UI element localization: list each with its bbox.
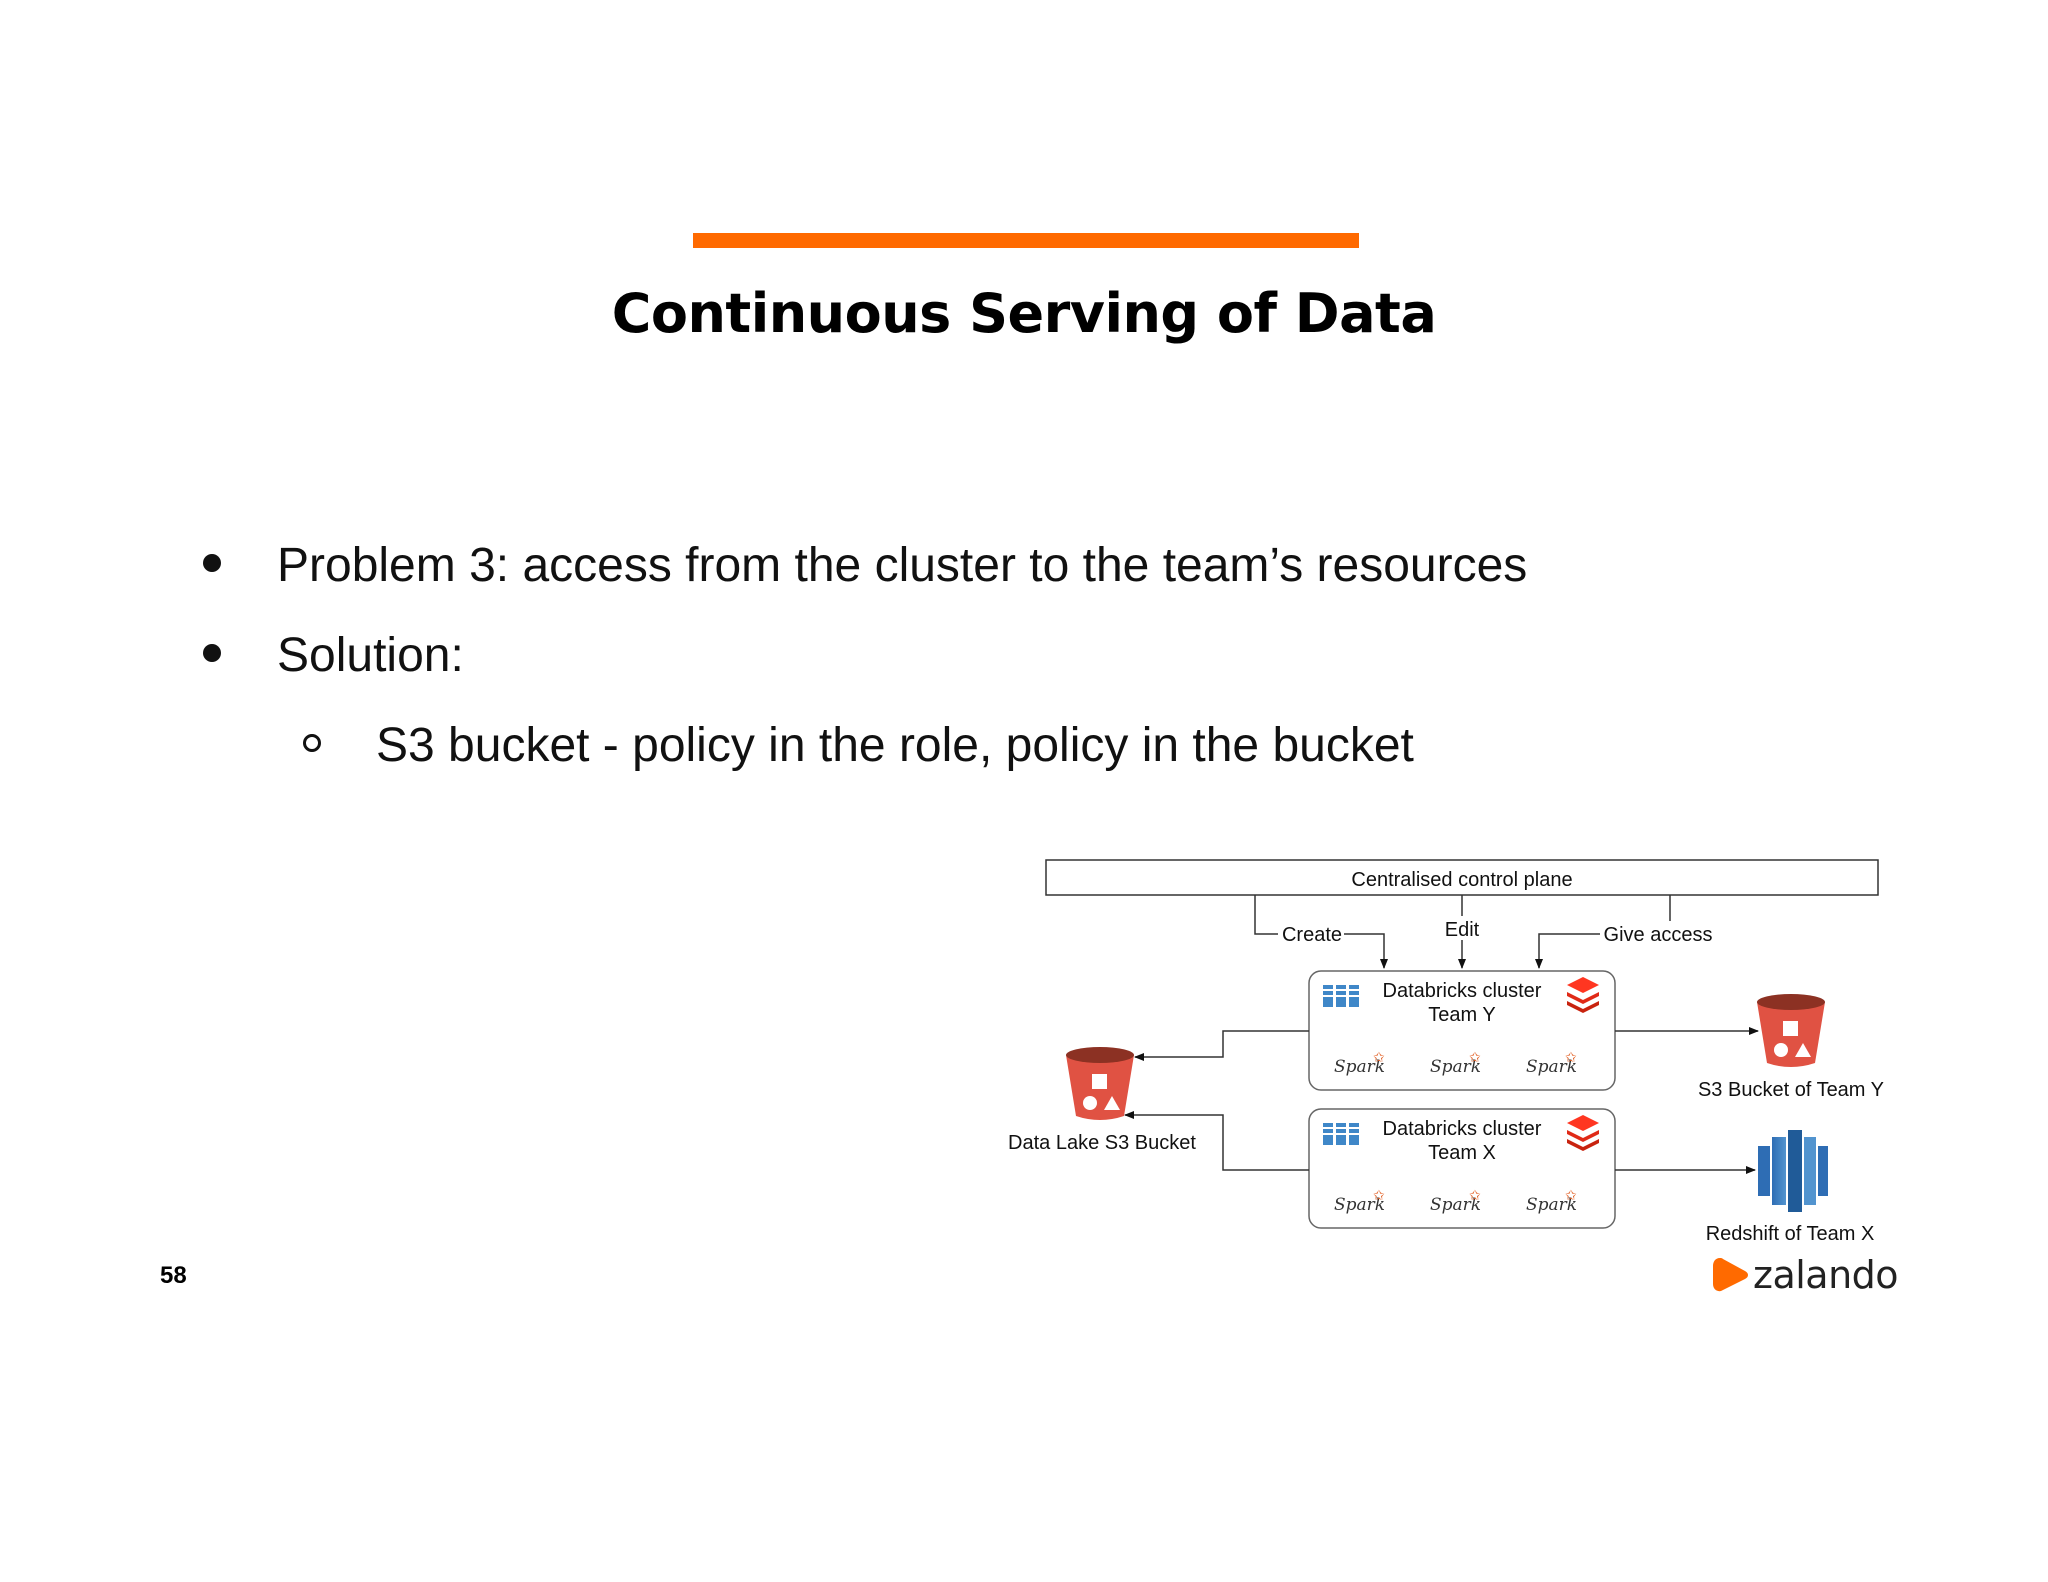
bullet-dot: [203, 644, 221, 662]
cluster-x-team: Team X: [1428, 1142, 1496, 1164]
title-accent-bar: [693, 233, 1359, 248]
zalando-logo: zalando: [1711, 1253, 1899, 1297]
spark-label: Spark: [1334, 1195, 1385, 1215]
svg-text:✩: ✩: [1469, 1049, 1481, 1065]
page-number: 58: [160, 1262, 187, 1289]
cluster-y-team: Team Y: [1428, 1004, 1495, 1026]
spark-logo-icon: Spark ✩: [1334, 1187, 1385, 1215]
s3-team-y-label: S3 Bucket of Team Y: [1698, 1079, 1884, 1101]
bullet-item-1: Problem 3: access from the cluster to th…: [203, 538, 1527, 593]
spark-label: Spark: [1526, 1057, 1577, 1077]
sub-bullet-item-1: S3 bucket - policy in the role, policy i…: [303, 718, 1414, 773]
svg-text:✩: ✩: [1373, 1049, 1385, 1065]
slide-title: Continuous Serving of Data: [611, 282, 1437, 345]
spark-label: Spark: [1430, 1057, 1481, 1077]
spark-label: Spark: [1526, 1195, 1577, 1215]
spark-label: Spark: [1334, 1057, 1385, 1077]
cluster-nodes-icon: [1323, 985, 1359, 1007]
cluster-y-title: Databricks cluster: [1383, 980, 1542, 1002]
bullet-dot: [203, 554, 221, 572]
svg-text:✩: ✩: [1373, 1187, 1385, 1203]
svg-text:✩: ✩: [1469, 1187, 1481, 1203]
create-label: Create: [1282, 924, 1342, 946]
bullet-text: Problem 3: access from the cluster to th…: [277, 539, 1528, 592]
data-lake-label: Data Lake S3 Bucket: [1008, 1132, 1196, 1154]
svg-text:✩: ✩: [1565, 1049, 1577, 1065]
redshift-icon: [1758, 1130, 1828, 1212]
databricks-icon: [1567, 977, 1599, 1013]
zalando-play-icon: [1713, 1258, 1748, 1292]
control-plane-label: Centralised control plane: [1351, 869, 1572, 891]
spark-logo-icon: Spark ✩: [1430, 1049, 1481, 1077]
cluster-y-to-data-lake-connector: [1134, 1030, 1309, 1061]
s3-bucket-icon: [1757, 994, 1825, 1067]
zalando-wordmark: zalando: [1753, 1253, 1899, 1297]
databricks-cluster-team-y: Databricks cluster Team Y Spark ✩ Spark …: [1308, 970, 1616, 1091]
redshift-label: Redshift of Team X: [1706, 1223, 1875, 1245]
spark-label: Spark: [1430, 1195, 1481, 1215]
edit-label: Edit: [1445, 919, 1480, 941]
svg-text:✩: ✩: [1565, 1187, 1577, 1203]
sub-bullet-circle: [303, 734, 321, 752]
give-access-label: Give access: [1604, 924, 1713, 946]
control-plane-box: [1045, 859, 1879, 896]
databricks-icon: [1567, 1115, 1599, 1151]
spark-logo-icon: Spark ✩: [1334, 1049, 1385, 1077]
bullet-text: S3 bucket - policy in the role, policy i…: [376, 719, 1414, 772]
databricks-cluster-team-x: Databricks cluster Team X Spark ✩ Spark …: [1308, 1108, 1616, 1229]
cluster-x-title: Databricks cluster: [1383, 1118, 1542, 1140]
bullet-item-2: Solution:: [203, 628, 464, 683]
cluster-nodes-icon: [1323, 1123, 1359, 1145]
cluster-x-to-data-lake-connector: [1124, 1111, 1309, 1171]
spark-logo-icon: Spark ✩: [1430, 1187, 1481, 1215]
bullet-text: Solution:: [277, 629, 464, 682]
spark-logo-icon: Spark ✩: [1526, 1187, 1577, 1215]
s3-bucket-icon: [1066, 1047, 1134, 1120]
spark-logo-icon: Spark ✩: [1526, 1049, 1577, 1077]
